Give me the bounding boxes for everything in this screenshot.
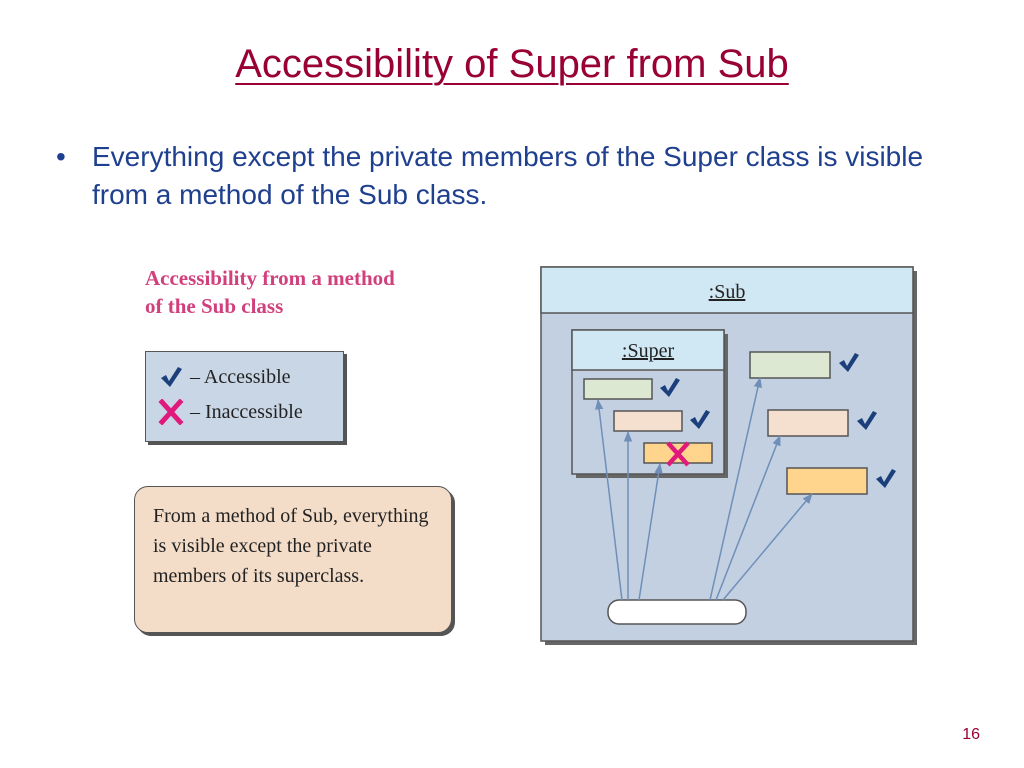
access-arrow bbox=[709, 376, 763, 601]
legend-accessible-label: – Accessible bbox=[190, 365, 291, 388]
slide-title: Accessibility of Super from Sub bbox=[235, 42, 789, 86]
object-diagram: :Sub :Super bbox=[540, 266, 917, 645]
cross-icon bbox=[666, 441, 690, 467]
bullet-text: Everything except the private members of… bbox=[92, 141, 924, 210]
super-object-header bbox=[571, 329, 725, 371]
legend-row-accessible: – Accessible bbox=[158, 364, 291, 390]
legend-row-inaccessible: – Inaccessible bbox=[158, 399, 303, 425]
sub-object-header bbox=[540, 266, 914, 314]
access-arrow bbox=[715, 435, 781, 601]
access-arrow bbox=[638, 462, 663, 601]
sub-protected-member bbox=[767, 409, 849, 437]
caption-line-1: Accessibility from a method bbox=[145, 266, 395, 290]
sub-private-member bbox=[786, 467, 868, 495]
bullet-symbol: • bbox=[56, 141, 66, 172]
figure-caption: Accessibility from a method of the Sub c… bbox=[145, 264, 395, 320]
sub-object-label: :Sub bbox=[709, 281, 746, 303]
bullet-point: • Everything except the private members … bbox=[56, 138, 986, 214]
page-number: 16 bbox=[962, 726, 980, 743]
checkmark-icon bbox=[161, 367, 182, 387]
super-protected-member bbox=[613, 410, 683, 432]
super-public-member bbox=[583, 378, 653, 400]
access-arrow bbox=[594, 398, 623, 601]
access-arrow bbox=[722, 493, 813, 601]
sub-public-member bbox=[749, 351, 831, 379]
super-object-label: :Super bbox=[622, 340, 675, 362]
legend-inaccessible-label: – Inaccessible bbox=[190, 400, 303, 423]
caption-line-2: of the Sub class bbox=[145, 294, 284, 318]
sub-method-box bbox=[607, 599, 747, 625]
note-box: From a method of Sub, everything is visi… bbox=[134, 486, 452, 633]
note-text: From a method of Sub, everything is visi… bbox=[153, 505, 429, 587]
legend-box: – Accessible – Inaccessible bbox=[145, 351, 344, 442]
cross-icon bbox=[158, 399, 184, 425]
